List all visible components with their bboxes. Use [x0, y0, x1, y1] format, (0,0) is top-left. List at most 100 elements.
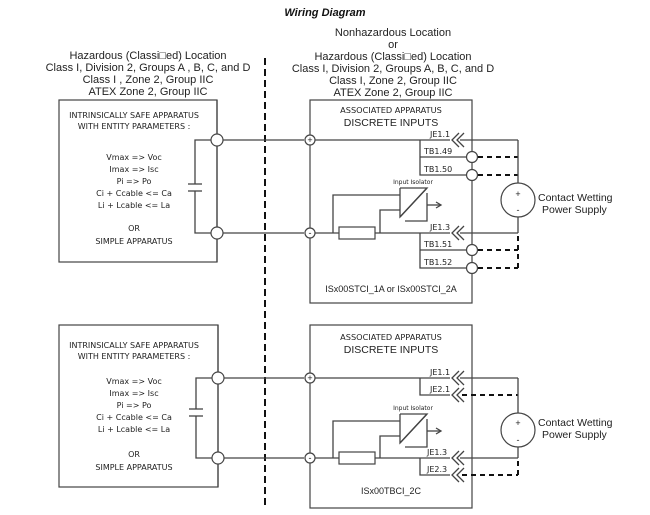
connector-label: JE2.1	[429, 385, 450, 394]
plug-connector-icon	[451, 467, 460, 483]
supply-minus-sign: -	[517, 205, 520, 215]
right-location-header: Nonhazardous Location or Hazardous (Clas…	[292, 27, 494, 99]
minus-terminal-sign: -	[309, 228, 312, 238]
connector-label: JE1.3	[429, 223, 450, 232]
field-terminal-icon	[211, 451, 225, 465]
plug-connector-icon	[456, 387, 465, 403]
connector-label: JE2.3	[426, 465, 447, 474]
diagram-top: INTRINSICALLY SAFE APPARATUS WITH ENTITY…	[58, 99, 613, 304]
input-isolator-icon	[399, 413, 443, 448]
left-header-line: ATEX Zone 2, Group IIC	[88, 86, 207, 98]
plus-terminal-sign: +	[307, 373, 312, 383]
entity-param: Ci + Ccable <= Ca	[96, 413, 172, 422]
entity-param: Ci + Ccable <= Ca	[96, 189, 172, 198]
supply-plus-sign: +	[515, 418, 520, 428]
input-isolator-label: Input Isolator	[393, 179, 433, 186]
right-header-line: Nonhazardous Location	[335, 27, 451, 39]
resistor-icon	[338, 451, 376, 465]
left-header-line: Class I , Zone 2, Group IIC	[83, 74, 214, 86]
connector-label: JE1.1	[429, 130, 450, 139]
tb-branch-wire	[419, 140, 467, 176]
field-terminal-icon	[211, 371, 225, 385]
tb-terminal-icon	[465, 243, 479, 257]
discrete-inputs-heading: DISCRETE INPUTS	[344, 117, 439, 129]
associated-apparatus-heading: ASSOCIATED APPARATUS	[340, 105, 442, 115]
right-header-line: Class I, Division 2, Groups A, B, C, and…	[292, 63, 494, 75]
field-terminal-icon	[210, 226, 224, 240]
input-isolator-label: Input Isolator	[393, 405, 433, 412]
plug-connector-icon	[456, 450, 465, 466]
connector-label: TB1.51	[423, 240, 452, 249]
field-terminal-icon	[210, 133, 224, 147]
plug-connector-icon	[451, 387, 460, 403]
power-supply-icon	[500, 412, 536, 448]
right-header-line: ATEX Zone 2, Group IIC	[333, 87, 452, 99]
power-supply-label: Power Supply	[542, 204, 608, 216]
connector-label: TB1.50	[423, 165, 452, 174]
minus-terminal-sign: -	[309, 453, 312, 463]
tb-branch-wire	[419, 233, 467, 269]
model-label: ISx00TBCI_2C	[361, 486, 422, 496]
power-supply-icon	[500, 182, 536, 218]
entity-param: Pi => Po	[117, 177, 152, 186]
plug-connector-icon	[456, 225, 465, 241]
discrete-inputs-heading: DISCRETE INPUTS	[344, 344, 439, 356]
field-device-heading: WITH ENTITY PARAMETERS :	[78, 122, 191, 131]
plug-connector-icon	[456, 132, 465, 148]
right-header-line: or	[388, 39, 398, 51]
connector-label: JE1.3	[426, 448, 447, 457]
supply-plus-sign: +	[515, 189, 520, 199]
entity-param: Pi => Po	[117, 401, 152, 410]
supply-minus-sign: -	[517, 435, 520, 445]
plug-connector-icon	[451, 450, 460, 466]
power-supply-label: Power Supply	[542, 429, 608, 441]
entity-param: Li + Lcable <= La	[98, 201, 170, 210]
associated-apparatus-box	[309, 324, 473, 509]
plug-connector-icon	[456, 467, 465, 483]
capacitor-wire-bottom	[194, 191, 217, 234]
je-branch-wire	[419, 378, 450, 396]
entity-param: Vmax => Voc	[106, 377, 162, 386]
power-supply-label: Contact Wetting	[538, 192, 613, 204]
tb-terminal-icon	[465, 150, 479, 164]
plug-connector-icon	[451, 370, 460, 386]
je-branch-wire	[419, 458, 450, 476]
right-header-line: Hazardous (Classi□ed) Location	[314, 51, 471, 63]
tb-terminal-icon	[465, 168, 479, 182]
associated-apparatus-box	[309, 99, 473, 304]
plus-terminal-sign: +	[307, 135, 312, 145]
simple-apparatus-text: SIMPLE APPARATUS	[95, 463, 172, 472]
associated-apparatus-heading: ASSOCIATED APPARATUS	[340, 332, 442, 342]
isolator-wire	[332, 420, 400, 458]
left-location-header: Hazardous (Classi□ed) Location Class I, …	[46, 50, 251, 98]
resistor-icon	[338, 226, 376, 240]
left-header-line: Class I, Division 2, Groups A , B, C, an…	[46, 62, 251, 74]
entity-param: Vmax => Voc	[106, 153, 162, 162]
capacitor-wire-bottom	[195, 416, 218, 459]
isolator-wire	[379, 209, 400, 233]
input-isolator-icon	[399, 187, 443, 222]
power-supply-label: Contact Wetting	[538, 417, 613, 429]
tb-terminal-icon	[465, 261, 479, 275]
simple-apparatus-text: SIMPLE APPARATUS	[95, 237, 172, 246]
diagram-title: Wiring Diagram	[284, 7, 365, 19]
field-device-heading: WITH ENTITY PARAMETERS :	[78, 352, 191, 361]
connector-label: JE1.1	[429, 368, 450, 377]
left-header-line: Hazardous (Classi□ed) Location	[69, 50, 226, 62]
plug-connector-icon	[456, 370, 465, 386]
isolator-wire	[379, 435, 400, 458]
connector-label: TB1.49	[423, 147, 452, 156]
entity-param: Li + Lcable <= La	[98, 425, 170, 434]
or-text: OR	[128, 450, 140, 459]
plug-connector-icon	[451, 132, 460, 148]
entity-param: Imax => Isc	[109, 165, 158, 174]
diagram-bottom: INTRINSICALLY SAFE APPARATUS WITH ENTITY…	[58, 324, 613, 509]
or-text: OR	[128, 224, 140, 233]
plug-connector-icon	[451, 225, 460, 241]
field-device-heading: INTRINSICALLY SAFE APPARATUS	[69, 341, 199, 350]
entity-param: Imax => Isc	[109, 389, 158, 398]
capacitor-wire-top	[194, 139, 217, 184]
connector-label: TB1.52	[423, 258, 452, 267]
field-device-heading: INTRINSICALLY SAFE APPARATUS	[69, 111, 199, 120]
